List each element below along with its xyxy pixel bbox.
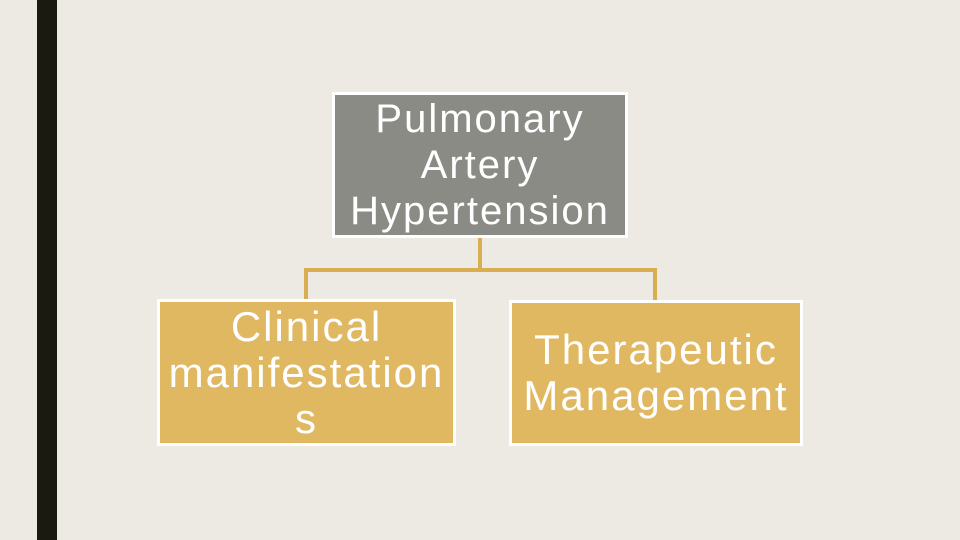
diagram-node-therapeutic-management[interactable]: Therapeutic Management [509,300,803,446]
left-accent-bar [37,0,57,540]
connector-left-drop [304,270,308,301]
clinical-manifestations-label: Clinical manifestation s [168,302,445,442]
connector-horizontal [304,268,657,272]
diagram-node-root[interactable]: Pulmonary Artery Hypertension [332,92,628,238]
diagram-node-clinical-manifestations[interactable]: Clinical manifestation s [157,299,456,446]
therapeutic-management-label: Therapeutic Management [523,326,789,419]
connector-right-drop [653,270,657,302]
connector-root-stub [478,238,482,270]
root-node-label: Pulmonary Artery Hypertension [350,97,610,233]
